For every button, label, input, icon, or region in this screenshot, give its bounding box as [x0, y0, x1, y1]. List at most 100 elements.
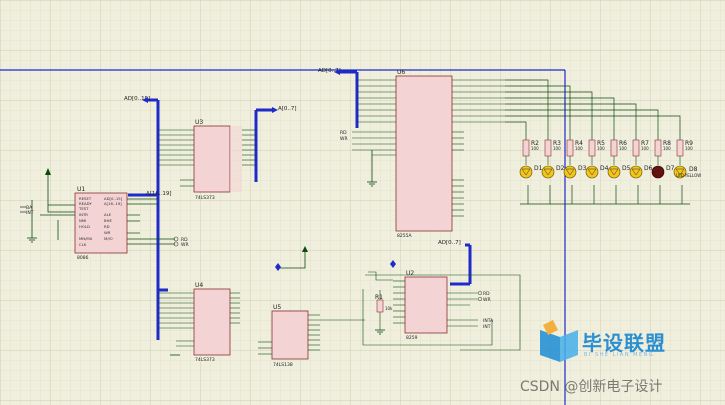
- terminal-icon: [173, 241, 179, 247]
- chip-part: 74LS373: [195, 357, 215, 363]
- led-ref: D4: [600, 165, 609, 172]
- led[interactable]: D6: [629, 165, 653, 179]
- chip-u1[interactable]: U1 8086 RESET READY TEST INTR NMI HOLD M…: [40, 186, 175, 261]
- led[interactable]: D2: [541, 165, 565, 179]
- bus-arrow-icon: [142, 97, 148, 103]
- led[interactable]: D7: [651, 165, 675, 179]
- resistor-ref: R2: [531, 140, 539, 147]
- chip-u4[interactable]: U4 74LS373: [158, 282, 240, 363]
- resistor-value: 100: [685, 146, 693, 151]
- net-label-int: INT: [483, 324, 491, 330]
- resistor-ref: R7: [641, 140, 649, 147]
- resistor-value: 100: [641, 146, 649, 151]
- net-label-rd: RD: [340, 130, 347, 136]
- pin-label: MN/MX: [79, 236, 93, 241]
- chip-ref: U2: [406, 270, 414, 277]
- led[interactable]: D1: [519, 165, 543, 179]
- led-ref: D8: [689, 166, 698, 173]
- resistor-r1[interactable]: R1 10k: [375, 294, 393, 313]
- net-label-ad-bus: AD[0..15]: [124, 96, 150, 102]
- resistor-value: 100: [663, 146, 671, 151]
- pin-label: WR: [104, 230, 111, 235]
- resistor-ref: R9: [685, 140, 693, 147]
- watermark-brand-en: BI SHE LIAN MENG: [584, 352, 655, 358]
- chip-ref: U6: [397, 69, 405, 76]
- pin-label: RD: [104, 224, 110, 229]
- led-ref: D6: [644, 165, 653, 172]
- pin-label: ALE: [104, 212, 112, 217]
- net-label-inta: INTA: [483, 318, 494, 324]
- input-terminal-icon: [20, 206, 26, 213]
- led-ref: D7: [666, 165, 675, 172]
- chip-part: 74LS373: [195, 195, 215, 201]
- net-label-ad-top: AD[0..7]: [318, 68, 341, 74]
- pin-label: NMI: [79, 218, 86, 223]
- chip-ref: U5: [273, 304, 281, 311]
- net-label-a16: A[16..19]: [146, 191, 172, 197]
- led-ref: D1: [534, 165, 543, 172]
- pin-label: BHE: [104, 218, 112, 223]
- net-label-wr: WR: [483, 297, 491, 303]
- chip-ref: U3: [195, 119, 203, 126]
- marker-icon: [390, 260, 396, 268]
- chip-part: 8086: [77, 255, 89, 261]
- chip-u3[interactable]: U3 74LS373: [158, 119, 256, 201]
- pin-label: INTR: [79, 212, 88, 217]
- pin-label: TEST: [78, 206, 89, 211]
- pin-label: RESET: [79, 196, 92, 201]
- bus-arrow-icon: [334, 69, 340, 75]
- chip-part: 74LS138: [273, 362, 293, 368]
- chip-u2[interactable]: U2 8259: [362, 270, 521, 351]
- resistor-ref: R4: [575, 140, 583, 147]
- chip-part: 8259: [406, 335, 418, 341]
- power-wires: [31, 150, 373, 269]
- resistor-value: 100: [531, 146, 539, 151]
- power-icon: [45, 168, 51, 175]
- resistor-value: 100: [619, 146, 627, 151]
- net-label-wr: WR: [340, 136, 348, 142]
- watermark-brand: 毕设联盟: [582, 331, 666, 355]
- chip-u6[interactable]: U6 8255A: [352, 69, 505, 239]
- led[interactable]: D4: [585, 165, 609, 179]
- resistor-ref: R1: [375, 294, 383, 301]
- resistor-value: 100: [597, 146, 605, 151]
- led-label: LED-YELLOW: [676, 173, 701, 178]
- net-label-ad-8259: AD[0..7]: [438, 240, 461, 246]
- pin-label: READY: [79, 201, 92, 206]
- led-ref: D2: [556, 165, 565, 172]
- resistor-value: 10k: [385, 306, 393, 311]
- terminal-icon: [477, 290, 483, 296]
- resistor-ref: R8: [663, 140, 671, 147]
- net-label-a-bus: A[0..7]: [278, 106, 297, 112]
- marker-icon: [275, 263, 281, 271]
- pin-label: CLK: [79, 242, 87, 247]
- power-icon: [302, 246, 308, 252]
- chip-u5[interactable]: U5 74LS138: [258, 304, 365, 368]
- pin-label: M/IO: [104, 236, 113, 241]
- net-label-rd: RD: [483, 291, 490, 297]
- resistor-ref: R3: [553, 140, 561, 147]
- ground-icon: [27, 181, 385, 356]
- pin-label: HOLD: [79, 224, 90, 229]
- chip-ref: U4: [195, 282, 203, 289]
- led-ref: D5: [622, 165, 631, 172]
- led[interactable]: D3: [563, 165, 587, 179]
- port-a-wires: [505, 79, 690, 205]
- pin-label: AD[0..15]: [104, 196, 123, 201]
- net-label-rd: RD: [181, 237, 188, 243]
- led[interactable]: D5: [607, 165, 631, 179]
- resistor-value: 100: [553, 146, 561, 151]
- address-bus: [128, 70, 472, 340]
- net-label-int: INT: [26, 210, 34, 216]
